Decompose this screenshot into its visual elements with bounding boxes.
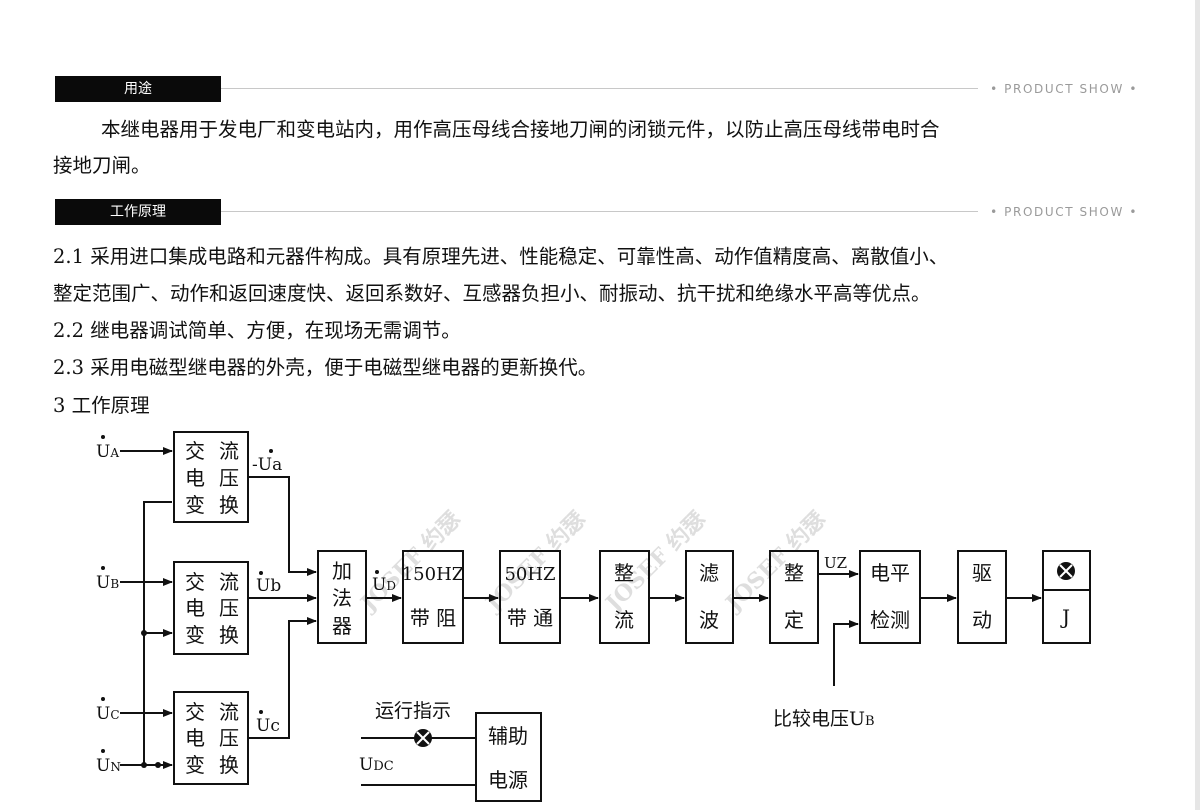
svg-text:电源: 电源 <box>488 768 528 792</box>
svg-text:电: 电 <box>185 596 205 620</box>
svg-text:电: 电 <box>185 726 205 750</box>
svg-text:交: 交 <box>185 700 205 724</box>
svg-text:整: 整 <box>784 561 804 585</box>
usage-line-1: 本继电器用于发电厂和变电站内，用作高压母线合接地刀闸的闭锁元件，以防止高压母线带… <box>101 118 940 141</box>
relay-lamp-icon <box>1057 562 1075 580</box>
svg-text:换: 换 <box>219 753 239 777</box>
input-ua-label: UA <box>96 442 119 462</box>
junction-dots <box>141 630 161 768</box>
section-rule <box>221 88 1146 89</box>
page-edge <box>1195 0 1200 810</box>
svg-text:器: 器 <box>332 614 352 638</box>
input-uc-label: UC <box>96 704 120 724</box>
input-un-label: UN <box>96 756 121 776</box>
product-show-label: • PRODUCT SHOW • <box>978 79 1146 99</box>
rectifier-label: 整 流 <box>614 561 634 632</box>
shaper-label: 整 定 <box>784 561 804 632</box>
run-indicator-lamp-icon <box>414 729 432 747</box>
svg-text:动: 动 <box>972 608 992 632</box>
section-header-principle: 工作原理 • PRODUCT SHOW • <box>55 199 1146 225</box>
svg-text:交: 交 <box>185 439 205 463</box>
section-tag: 工作原理 <box>55 199 221 225</box>
bandpass-label: 50HZ 带 通 <box>504 564 555 630</box>
compare-voltage-label: 比较电压UB <box>773 708 875 730</box>
svg-text:流: 流 <box>219 439 239 463</box>
svg-text:变: 变 <box>185 493 205 517</box>
section-header-usage: 用途 • PRODUCT SHOW • <box>55 76 1146 102</box>
adder-label: 加 法 器 <box>332 559 352 638</box>
svg-text:压: 压 <box>219 726 239 750</box>
svg-text:JOSEF 约瑟: JOSEF 约瑟 <box>354 506 465 617</box>
svg-text:整: 整 <box>614 561 634 585</box>
input-ub-label: UB <box>96 573 119 593</box>
transformer-box-b <box>173 561 249 655</box>
shaper-box <box>769 550 819 644</box>
transformer-b-label: 交流 电压 变换 <box>185 570 239 647</box>
svg-text:50HZ: 50HZ <box>504 564 555 585</box>
transformer-c-label: 交流 电压 变换 <box>185 700 239 777</box>
svg-text:检测: 检测 <box>870 608 910 632</box>
svg-text:电: 电 <box>185 466 205 490</box>
usage-line-2: 接地刀闸。 <box>53 154 151 177</box>
svg-text:波: 波 <box>699 608 719 632</box>
svg-text:变: 变 <box>185 623 205 647</box>
aux-power-label: 辅助 电源 <box>488 724 528 792</box>
svg-text:驱: 驱 <box>972 561 992 585</box>
relay-box <box>1042 550 1091 644</box>
filter-label: 滤 波 <box>699 561 719 632</box>
bandstop-label: 150HZ 带 阻 <box>402 564 465 630</box>
section-tag: 用途 <box>55 76 221 102</box>
output-uc-label: Uc <box>256 716 280 736</box>
svg-text:电平: 电平 <box>870 561 910 585</box>
svg-text:压: 压 <box>219 596 239 620</box>
svg-text:流: 流 <box>614 608 634 632</box>
level-detect-label: 电平 检测 <box>870 561 910 632</box>
svg-text:法: 法 <box>332 586 352 610</box>
ud-label: UD <box>372 575 396 595</box>
svg-text:滤: 滤 <box>699 561 719 585</box>
relay-label: J <box>1060 605 1070 629</box>
point-2-2: 2.2 继电器调试简单、方便，在现场无需调节。 <box>53 319 461 342</box>
point-2-1-line-1: 2.1 采用进口集成电路和元器件构成。具有原理先进、性能稳定、可靠性高、动作值精… <box>53 245 949 268</box>
uz-label: UZ <box>824 554 847 572</box>
run-indicator-label: 运行指示 <box>375 700 451 722</box>
output-ub-label: Ub <box>256 576 281 596</box>
driver-label: 驱 动 <box>972 561 992 632</box>
svg-text:JOSEF 约瑟: JOSEF 约瑟 <box>719 506 830 617</box>
svg-text:流: 流 <box>219 700 239 724</box>
svg-text:换: 换 <box>219 623 239 647</box>
svg-text:定: 定 <box>784 608 804 632</box>
svg-text:压: 压 <box>219 466 239 490</box>
aux-power-box <box>475 712 542 802</box>
svg-text:流: 流 <box>219 570 239 594</box>
svg-text:带 通: 带 通 <box>507 606 553 630</box>
svg-text:JOSEF 约瑟: JOSEF 约瑟 <box>479 506 590 617</box>
svg-text:加: 加 <box>332 559 352 583</box>
section-rule <box>221 211 1146 212</box>
svg-text:换: 换 <box>219 493 239 517</box>
product-show-label: • PRODUCT SHOW • <box>978 202 1146 222</box>
udc-label: UDC <box>359 755 394 775</box>
svg-text:交: 交 <box>185 570 205 594</box>
point-2-1-line-2: 整定范围广、动作和返回速度快、返回系数好、互感器负担小、耐振动、抗干扰和绝缘水平… <box>53 282 931 305</box>
svg-text:150HZ: 150HZ <box>402 564 465 585</box>
transformer-a-label: 交流 电压 变换 <box>185 439 239 517</box>
watermark: JOSEF 约瑟 JOSEF 约瑟 JOSEF 约瑟 JOSEF 约瑟 <box>354 506 830 617</box>
svg-text:变: 变 <box>185 753 205 777</box>
point-2-3: 2.3 采用电磁型继电器的外壳，便于电磁型继电器的更新换代。 <box>53 356 598 379</box>
svg-text:带 阻: 带 阻 <box>410 606 456 630</box>
svg-text:辅助: 辅助 <box>488 724 528 748</box>
output-ua-label: -Ua <box>252 455 282 475</box>
point-3-heading: 3 工作原理 <box>53 394 150 417</box>
